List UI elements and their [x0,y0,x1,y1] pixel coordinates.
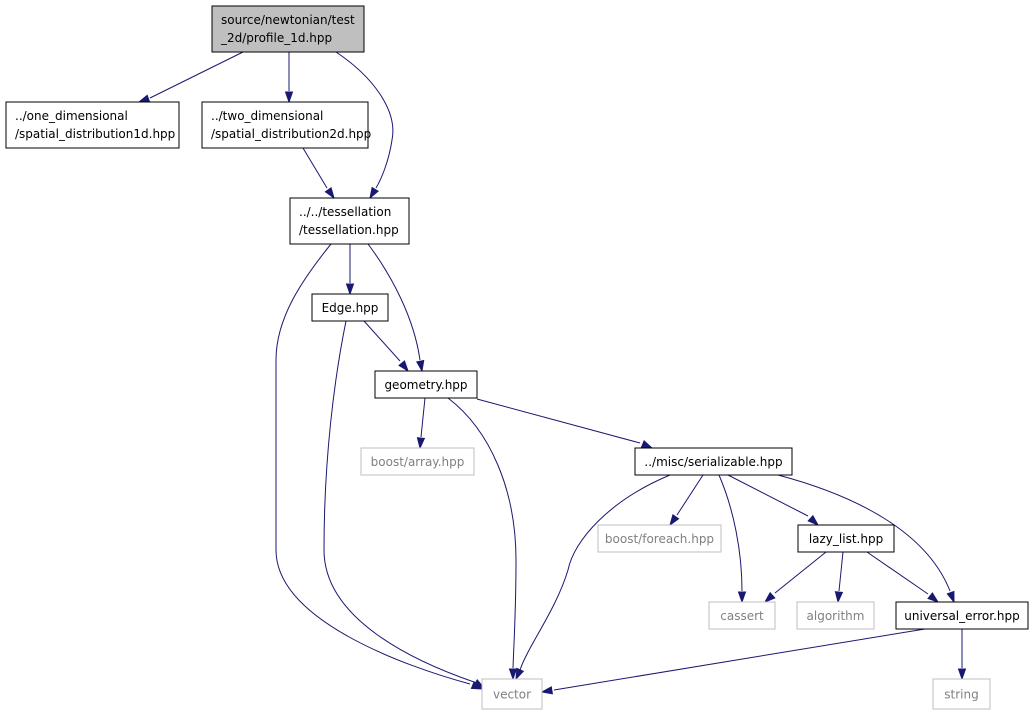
node-box [634,447,793,476]
arrow-head [807,514,820,527]
edge-lazy-to-algorithm [834,551,844,604]
arrow-head [137,94,151,103]
node-label: Edge.hpp [322,301,379,315]
node-label: lazy_list.hpp [809,532,883,546]
edge-serial-to-bforeach [669,474,704,527]
edge-sd2-to-tess [302,147,335,200]
arrow-head [737,591,747,604]
edge-profile-to-tess [335,51,394,200]
edge-lazy-to-uerr [866,551,940,603]
node-label: /tessellation.hpp [299,223,399,237]
edge-lazy-to-cassert [763,551,827,604]
arrow-head [324,186,335,200]
node-box [360,447,475,476]
node-label: ../two_dimensional [211,109,323,123]
node-algorithm: algorithm [796,601,875,630]
edge-geom-to-serial [476,398,654,449]
node-tess[interactable]: ../../tessellation/tessellation.hpp [289,197,410,245]
edge-edge-to-geom [363,320,409,373]
edge-profile-to-sd2 [284,52,294,104]
node-label: vector [493,688,531,702]
node-label: universal_error.hpp [904,609,1020,623]
arrow-head [927,592,940,603]
arrow-head [640,440,654,449]
arrow-head [472,679,486,689]
node-barray: boost/array.hpp [360,447,475,476]
arrow-head [416,359,425,373]
node-serial[interactable]: ../misc/serializable.hpp [634,447,793,476]
node-label: /spatial_distribution1d.hpp [15,127,175,141]
node-label: geometry.hpp [384,378,467,392]
arrow-head [345,283,355,296]
node-box [481,678,543,710]
node-label: _2d/profile_1d.hpp [220,31,332,45]
arrow-head [540,686,554,695]
edge-serial-to-lazy [727,474,820,527]
edge-serial-to-uerr [777,474,955,604]
arrow-head [669,513,680,527]
arrow-head [398,360,409,373]
node-box [374,370,478,399]
node-box [5,101,180,149]
node-label: ../../tessellation [299,205,391,219]
arrow-head [946,590,955,604]
node-geom[interactable]: geometry.hpp [374,370,478,399]
node-label: boost/array.hpp [371,455,465,469]
edge-edge-to-vector [323,320,486,689]
nodes-layer: source/newtonian/test _2d/profile_1d.hpp.… [5,5,1029,710]
node-label: string [944,688,978,702]
node-lazy[interactable]: lazy_list.hpp [797,524,895,553]
node-edge[interactable]: Edge.hpp [311,293,389,322]
node-box [796,601,875,630]
node-label: ../one_dimensional [15,109,128,123]
node-uerr[interactable]: universal_error.hpp [895,601,1029,630]
node-label: ../misc/serializable.hpp [644,455,782,469]
node-label: source/newtonian/test [221,13,355,27]
node-label: boost/foreach.hpp [605,532,714,546]
node-bforeach: boost/foreach.hpp [597,524,722,553]
edge-geom-to-barray [416,397,426,450]
edge-tess-to-geom [367,243,425,373]
node-label: algorithm [807,609,865,623]
node-box [289,197,410,245]
node-vector: vector [481,678,543,710]
node-box [597,524,722,553]
edge-serial-to-cassert [718,474,747,604]
node-box [797,524,895,553]
arrow-head [284,91,294,104]
node-box [311,293,389,322]
edges-layer [137,51,967,695]
node-label: cassert [720,609,764,623]
arrow-head [957,668,967,681]
node-box [201,101,369,149]
arrow-head [508,668,518,681]
node-box [895,601,1029,630]
arrow-head [416,437,426,450]
edge-tess-to-edge [345,244,355,296]
node-box [211,5,365,53]
node-sd1[interactable]: ../one_dimensional/spatial_distribution1… [5,101,180,149]
edge-uerr-to-string [957,629,967,681]
edge-geom-to-vector [447,397,518,681]
arrow-head [763,591,776,604]
node-box [708,601,776,630]
node-sd2[interactable]: ../two_dimensional/spatial_distribution2… [201,101,371,149]
node-string: string [932,678,991,710]
node-label: /spatial_distribution2d.hpp [211,127,371,141]
node-profile[interactable]: source/newtonian/test _2d/profile_1d.hpp [211,5,365,53]
node-box [932,678,991,710]
arrow-head [515,667,525,681]
node-cassert: cassert [708,601,776,630]
edge-profile-to-sd1 [137,51,244,103]
arrow-head [834,591,844,604]
edge-uerr-to-vector [540,628,926,695]
arrow-head [369,186,379,200]
edge-serial-to-vector [515,474,671,681]
